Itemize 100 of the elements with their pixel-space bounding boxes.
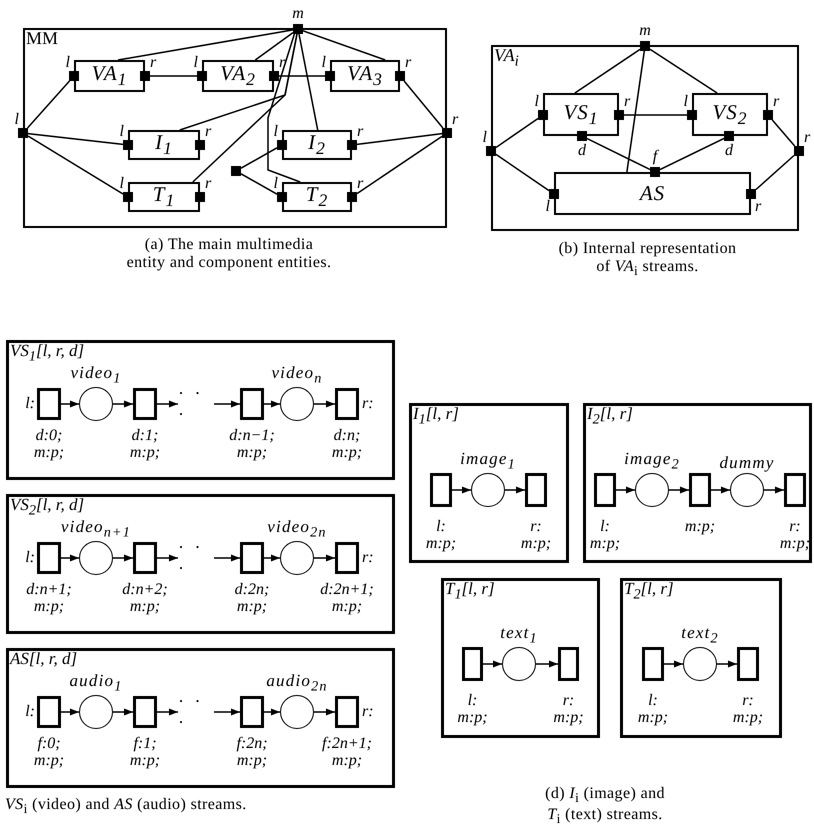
port-label: m bbox=[292, 6, 304, 23]
connector-line bbox=[28, 135, 124, 195]
connector-line bbox=[650, 48, 718, 94]
port-label: m bbox=[639, 23, 651, 40]
component-label: AS bbox=[640, 181, 666, 206]
port-label: r bbox=[357, 176, 364, 193]
port-label: l bbox=[482, 130, 487, 147]
marking-label: d:2n; m:p; bbox=[234, 582, 270, 616]
arrow bbox=[452, 486, 471, 494]
transition-box bbox=[335, 696, 359, 728]
place-label: video$_{n+1}$ bbox=[60, 518, 132, 540]
connector-line bbox=[28, 132, 124, 146]
marking-label: l: bbox=[25, 704, 35, 720]
arrow bbox=[669, 486, 689, 494]
component-label: VS$_{1}$ bbox=[563, 100, 599, 130]
connector-line bbox=[660, 138, 724, 170]
marking-label: d:n−1; m:p; bbox=[229, 428, 275, 462]
arrow bbox=[314, 554, 335, 562]
place-label: video$_{n}$ bbox=[271, 364, 323, 386]
port-label: r bbox=[773, 94, 780, 111]
connector-line bbox=[496, 154, 550, 192]
port-square bbox=[486, 146, 496, 156]
connector-line bbox=[267, 34, 300, 183]
connector-line bbox=[254, 32, 294, 61]
port-label: l bbox=[66, 55, 70, 72]
figure-caption: (a) The main multimedia entity and component entities. bbox=[126, 236, 332, 272]
connector-line bbox=[356, 136, 442, 194]
port-square bbox=[277, 140, 287, 150]
port-label: r bbox=[452, 112, 458, 129]
figure-caption: (b) Internal representation of VA$_{i}$ streams. bbox=[558, 240, 738, 278]
connector-line bbox=[26, 80, 70, 128]
marking-label: r: bbox=[362, 550, 374, 566]
component-box bbox=[554, 172, 751, 215]
component-box bbox=[128, 182, 200, 212]
transition-box bbox=[689, 473, 711, 507]
entity-frame bbox=[23, 28, 447, 228]
port-label: r bbox=[624, 94, 630, 111]
place-circle bbox=[79, 541, 113, 575]
arrow bbox=[264, 554, 280, 562]
connector-line bbox=[150, 75, 197, 77]
transition-box bbox=[462, 647, 483, 681]
marking-label: f:0; m:p; bbox=[34, 736, 64, 770]
port-label: l bbox=[120, 124, 124, 141]
port-label: l bbox=[194, 55, 198, 72]
component-label: VA$_{3}$ bbox=[347, 61, 383, 91]
ellipsis-text: · · · bbox=[178, 691, 204, 733]
port-square bbox=[746, 189, 756, 199]
arrow bbox=[214, 400, 240, 408]
marking-label: r: bbox=[362, 396, 374, 412]
frame-title: VS$_{1}$[l, r, d] bbox=[10, 342, 84, 364]
port-square bbox=[123, 192, 133, 202]
port-square bbox=[197, 71, 207, 81]
port-square bbox=[650, 167, 660, 177]
port-label: r bbox=[205, 176, 212, 193]
place-label: dummy bbox=[719, 454, 775, 472]
component-box bbox=[330, 60, 400, 92]
arrow bbox=[157, 708, 178, 716]
place-label: audio$_{1}$ bbox=[69, 672, 122, 694]
place-circle bbox=[635, 473, 669, 507]
port-label: l bbox=[546, 199, 550, 216]
port-square bbox=[724, 131, 734, 141]
arrow bbox=[61, 400, 79, 408]
frame-title: T$_{2}$[l, r] bbox=[624, 580, 674, 602]
marking-label: r: m:p; bbox=[520, 519, 552, 553]
arrow bbox=[664, 660, 683, 668]
frame-title: VA$_{i}$ bbox=[494, 46, 519, 70]
port-square bbox=[687, 110, 697, 120]
transition-box bbox=[240, 542, 264, 574]
component-label: VA$_{1}$ bbox=[92, 61, 128, 91]
place-circle bbox=[280, 541, 314, 575]
marking-label: l: bbox=[25, 396, 35, 412]
arrow bbox=[214, 708, 240, 716]
port-square bbox=[794, 146, 804, 156]
port-square bbox=[549, 189, 559, 199]
port-label: r bbox=[150, 55, 156, 72]
entity-frame bbox=[583, 403, 812, 563]
port-square bbox=[293, 24, 303, 34]
component-label: I$_{1}$ bbox=[155, 130, 173, 160]
connector-line bbox=[192, 34, 298, 183]
frame-title: I$_{1}$[l, r] bbox=[413, 405, 459, 428]
marking-label: d:n; m:p; bbox=[332, 428, 362, 462]
marking-label: f:2n; m:p; bbox=[236, 736, 268, 770]
marking-label: f:2n+1; m:p; bbox=[322, 736, 372, 770]
marking-label: r: bbox=[362, 704, 374, 720]
port-label: f bbox=[652, 149, 658, 166]
connector-line bbox=[302, 30, 386, 61]
port-square bbox=[123, 140, 133, 150]
connector-line bbox=[240, 147, 278, 169]
place-label: text$_{2}$ bbox=[681, 624, 719, 646]
arrow bbox=[113, 708, 133, 716]
place-circle bbox=[730, 473, 764, 507]
transition-box bbox=[240, 388, 264, 420]
arrow bbox=[314, 400, 335, 408]
component-box bbox=[128, 130, 200, 160]
marking-label: d:n+2; m:p; bbox=[122, 582, 168, 616]
port-label: r bbox=[205, 124, 212, 141]
port-square bbox=[640, 41, 650, 51]
port-square bbox=[195, 192, 205, 202]
marking-label: d:n+1; m:p; bbox=[26, 582, 72, 616]
connector-line bbox=[772, 120, 796, 146]
